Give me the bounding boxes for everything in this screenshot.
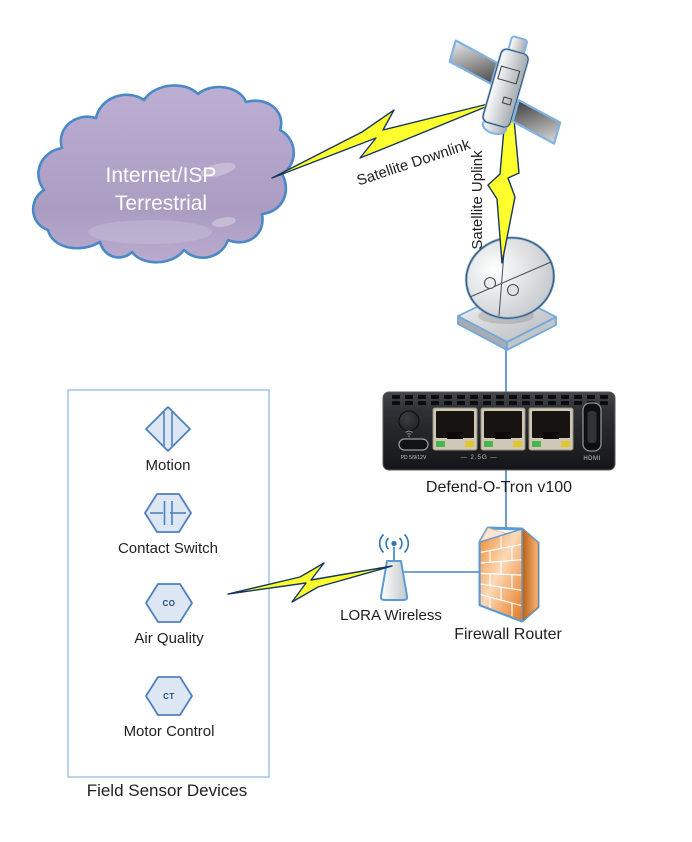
router-name-label: Defend-O-Tron v100 [426,479,572,496]
internet-cloud: Internet/ISP Terrestrial [31,84,296,264]
satellite-panel-right [511,99,562,145]
cloud-shape [31,84,296,264]
dish-feed [483,276,497,290]
antenna-tip [391,540,397,547]
router-vents [389,395,609,405]
motor-control-badge: CT [163,692,175,701]
sensor-contact-switch: Contact Switch [118,493,218,557]
firewall-side-face [521,528,539,622]
lora-antenna [378,533,410,601]
sensor-box-label: Field Sensor Devices [87,781,248,800]
field-sensor-box: Motion Contact Switch CO Air Quality CT … [67,389,270,778]
air-quality-badge: CO [163,599,176,608]
antenna-cone [379,560,409,601]
cloud-label-line2: Terrestrial [115,192,207,215]
satellite-dish [457,236,557,351]
hdmi-label: HDMI [583,456,600,462]
air-quality-icon [145,583,193,623]
router-device: PD 5/9/12V — 2.5G — HDMI [382,391,616,471]
cloud-highlight [200,162,236,178]
hdmi-slot [587,411,597,443]
led-yellow [465,441,474,447]
led-green [484,441,493,447]
wifi-icon [405,430,413,438]
led-green [532,441,541,447]
cloud-highlight [88,220,212,244]
lora-bolt-icon [227,562,393,603]
sensor-motor-control: CT Motor Control [124,676,215,740]
motor-control-label: Motor Control [124,723,215,740]
firewall-front-edge [479,528,523,622]
dish-feed [506,283,520,297]
contact-switch-icon [144,493,192,533]
firewall-label: Firewall Router [454,626,562,643]
cloud-label-line1: Internet/ISP [106,164,217,187]
satellite [448,35,562,145]
motor-control-icon [145,676,193,716]
led-green [436,441,445,447]
firewall [478,526,540,623]
dish-strut [469,261,552,298]
motion-label: Motion [145,457,190,474]
satellite-body-edge [482,48,529,128]
ethernet-port-1 [432,407,478,451]
router-button [398,410,420,432]
sensor-air-quality: CO Air Quality [134,583,204,647]
ethernet-port-3 [528,407,574,451]
speed-label: — 2.5G — [460,454,497,461]
satellite-hatch [497,65,521,85]
motion-icon [145,406,191,452]
uplink-bolt-icon [487,116,520,264]
sensor-motion: Motion [145,406,191,474]
power-label: PD 5/9/12V [401,455,427,461]
firewall-bricks [480,535,522,618]
ethernet-port-2 [480,407,526,451]
satellite-hatch [501,96,513,106]
contact-switch-label: Contact Switch [118,540,218,557]
led-yellow [561,441,570,447]
lora-label: LORA Wireless [340,607,442,624]
air-quality-label: Air Quality [134,630,204,647]
usb-c-port [398,438,429,451]
antenna-waves-icon [378,533,410,554]
satellite-panel-left [448,39,499,86]
uplink-label: Satellite Uplink [469,150,486,250]
led-yellow [513,441,522,447]
cloud-highlight [212,217,236,227]
